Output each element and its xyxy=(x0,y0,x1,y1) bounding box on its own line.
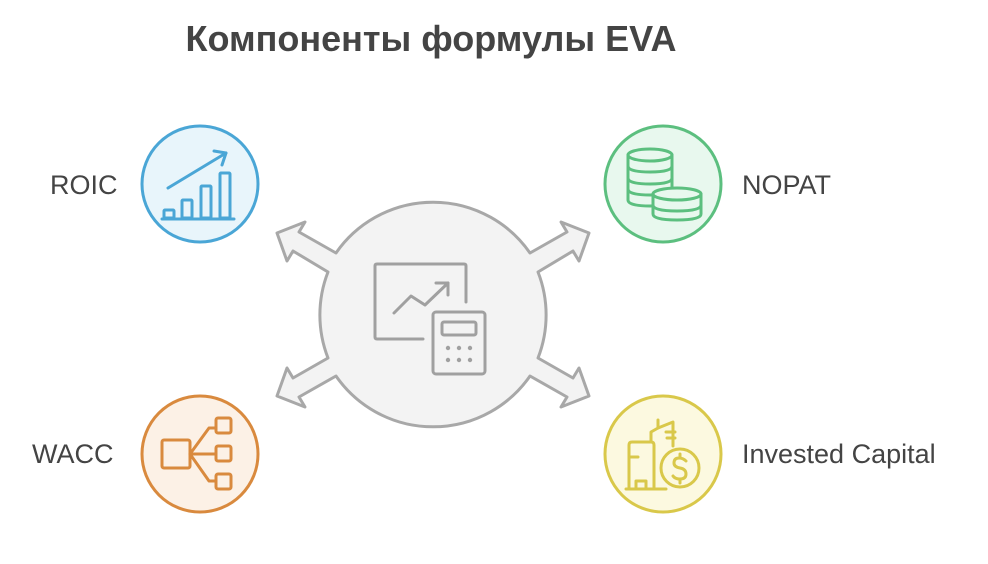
roic-label: ROIC xyxy=(50,170,118,200)
chart-calculator-icon xyxy=(373,262,487,376)
coin-stacks-icon xyxy=(626,147,703,222)
nopat-node xyxy=(603,124,723,244)
nopat-label: NOPAT xyxy=(742,170,832,200)
wacc-label: WACC xyxy=(32,439,114,469)
invested-capital-node xyxy=(603,394,723,514)
center-hub xyxy=(275,200,591,429)
building-dollar-icon xyxy=(624,418,701,491)
hierarchy-icon xyxy=(160,416,233,491)
wacc-node xyxy=(140,394,260,514)
invested-capital-label: Invested Capital xyxy=(742,439,936,469)
bar-chart-growth-icon xyxy=(160,149,236,221)
diagram-title: Компоненты формулы EVA xyxy=(185,18,677,59)
roic-node xyxy=(140,124,260,244)
